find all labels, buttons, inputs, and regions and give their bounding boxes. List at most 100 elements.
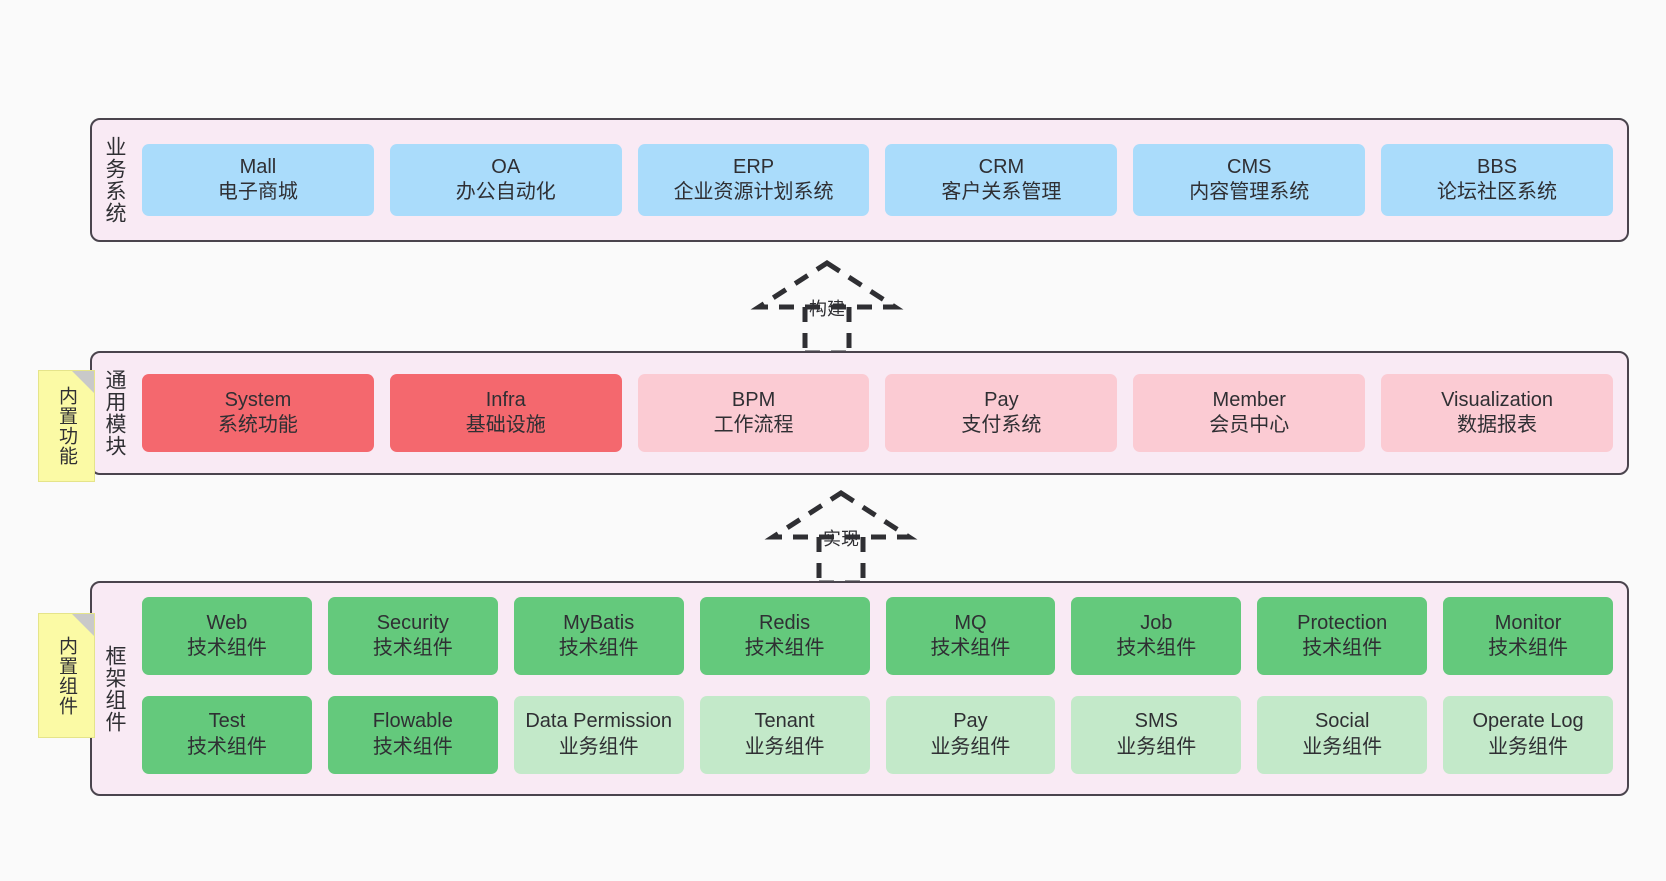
- card-title-en: Operate Log: [1472, 710, 1584, 733]
- card-job[interactable]: Job 技术组件: [1071, 597, 1242, 675]
- card-title-en: ERP: [733, 155, 775, 178]
- card-title-cn: 技术组件: [186, 735, 267, 758]
- generalization-arrow-icon: [764, 490, 918, 585]
- card-title-cn: 业务组件: [930, 735, 1011, 758]
- card-title-cn: 业务组件: [744, 735, 825, 758]
- card-sms[interactable]: SMS 业务组件: [1071, 695, 1242, 774]
- framework-row-business: Test 技术组件 Flowable 技术组件 Data Permission …: [142, 695, 1613, 781]
- card-title-en: OA: [491, 155, 521, 178]
- card-title-cn: 论坛社区系统: [1437, 181, 1558, 203]
- note-builtin-components: 内置组件: [38, 613, 95, 738]
- card-title-cn: 技术组件: [372, 735, 453, 758]
- card-title-en: Web: [206, 611, 248, 634]
- card-title-cn: 技术组件: [1488, 637, 1569, 659]
- card-title-en: Member: [1212, 388, 1286, 411]
- card-security[interactable]: Security 技术组件: [327, 597, 498, 675]
- card-title-en: MQ: [954, 611, 987, 634]
- card-title-cn: 支付系统: [961, 414, 1042, 436]
- card-title-cn: 系统功能: [217, 414, 298, 436]
- card-title-cn: 会员中心: [1209, 414, 1290, 436]
- card-title-cn: 技术组件: [372, 637, 453, 659]
- note-text: 内置功能: [56, 386, 77, 466]
- card-title-cn: 办公自动化: [455, 181, 556, 203]
- card-title-en: Flowable: [372, 710, 453, 733]
- card-oa[interactable]: OA 办公自动化: [389, 144, 622, 216]
- card-member[interactable]: Member 会员中心: [1133, 374, 1366, 452]
- card-title-en: Redis: [758, 611, 811, 634]
- card-bpm[interactable]: BPM 工作流程: [637, 374, 870, 452]
- card-bbs[interactable]: BBS 论坛社区系统: [1381, 144, 1613, 216]
- card-visualization[interactable]: Visualization 数据报表: [1381, 374, 1613, 452]
- card-title-en: MyBatis: [563, 611, 635, 634]
- card-title-cn: 技术组件: [930, 637, 1011, 659]
- card-title-en: Monitor: [1494, 611, 1562, 634]
- card-web[interactable]: Web 技术组件: [142, 597, 312, 675]
- card-monitor[interactable]: Monitor 技术组件: [1443, 597, 1613, 675]
- card-title-en: Social: [1314, 710, 1370, 733]
- card-title-cn: 技术组件: [744, 637, 825, 659]
- layer-title-framework-components: 框架组件: [103, 644, 126, 733]
- card-title-en: Visualization: [1441, 388, 1554, 411]
- card-title-en: Pay: [984, 388, 1019, 411]
- card-title-en: Mall: [239, 155, 277, 178]
- framework-row-technical: Web 技术组件 Security 技术组件 MyBatis 技术组件 Redi…: [142, 597, 1613, 682]
- note-builtin-functions: 内置功能: [38, 370, 95, 482]
- card-cms[interactable]: CMS 内容管理系统: [1133, 144, 1366, 216]
- card-title-en: Test: [208, 710, 246, 733]
- card-title-en: SMS: [1134, 710, 1178, 733]
- note-text: 内置组件: [56, 635, 77, 716]
- card-social[interactable]: Social 业务组件: [1257, 695, 1428, 774]
- card-data-permission[interactable]: Data Permission 业务组件: [513, 695, 684, 774]
- card-operate-log[interactable]: Operate Log 业务组件: [1443, 695, 1613, 774]
- card-title-en: Data Permission: [525, 710, 673, 733]
- card-pay-module[interactable]: Pay 支付系统: [885, 374, 1118, 452]
- card-title-en: CRM: [978, 155, 1025, 178]
- card-title-cn: 内容管理系统: [1189, 181, 1310, 203]
- card-title-cn: 技术组件: [186, 637, 267, 659]
- card-title-cn: 客户关系管理: [941, 181, 1062, 203]
- card-crm[interactable]: CRM 客户关系管理: [885, 144, 1118, 216]
- card-title-en: BBS: [1477, 155, 1518, 178]
- card-title-cn: 业务组件: [1116, 735, 1197, 758]
- connector-implement: 实现: [751, 485, 931, 585]
- card-flowable[interactable]: Flowable 技术组件: [327, 695, 498, 774]
- card-mall[interactable]: Mall 电子商城: [142, 144, 374, 216]
- card-title-cn: 业务组件: [558, 735, 639, 758]
- layer-business-systems: 业务系统 Mall 电子商城 OA 办公自动化 ERP 企业资源计划系统 CRM…: [90, 118, 1629, 242]
- card-title-cn: 技术组件: [1116, 637, 1197, 659]
- card-title-en: Pay: [953, 710, 988, 733]
- card-protection[interactable]: Protection 技术组件: [1257, 597, 1428, 675]
- layer-common-modules: 通用模块 System 系统功能 Infra 基础设施 BPM 工作流程 Pay…: [90, 351, 1629, 475]
- card-erp[interactable]: ERP 企业资源计划系统: [637, 144, 870, 216]
- card-system[interactable]: System 系统功能: [142, 374, 374, 452]
- layer-body-common-modules: System 系统功能 Infra 基础设施 BPM 工作流程 Pay 支付系统…: [136, 353, 1627, 473]
- card-title-en: Job: [1140, 611, 1173, 634]
- card-title-en: Protection: [1297, 611, 1388, 634]
- card-title-en: CMS: [1227, 155, 1272, 178]
- connector-build: 构建: [737, 255, 917, 355]
- layer-body-business-systems: Mall 电子商城 OA 办公自动化 ERP 企业资源计划系统 CRM 客户关系…: [136, 120, 1627, 240]
- card-redis[interactable]: Redis 技术组件: [699, 597, 870, 675]
- layer-body-framework-components: Web 技术组件 Security 技术组件 MyBatis 技术组件 Redi…: [136, 583, 1627, 794]
- layer-framework-components: 框架组件 Web 技术组件 Security 技术组件 MyBatis 技术组件…: [90, 581, 1629, 796]
- card-mybatis[interactable]: MyBatis 技术组件: [513, 597, 684, 675]
- card-title-cn: 基础设施: [465, 414, 546, 436]
- layer-title-common-modules: 通用模块: [103, 369, 126, 457]
- card-title-cn: 数据报表: [1457, 414, 1538, 436]
- card-title-cn: 业务组件: [1488, 735, 1569, 758]
- card-title-cn: 企业资源计划系统: [673, 181, 834, 203]
- card-title-en: System: [224, 388, 292, 411]
- card-title-en: Security: [376, 611, 449, 634]
- card-pay-component[interactable]: Pay 业务组件: [885, 695, 1056, 774]
- card-test[interactable]: Test 技术组件: [142, 695, 312, 774]
- card-title-cn: 技术组件: [558, 637, 639, 659]
- card-infra[interactable]: Infra 基础设施: [389, 374, 622, 452]
- card-title-cn: 业务组件: [1302, 735, 1383, 758]
- card-title-cn: 电子商城: [217, 181, 298, 203]
- card-title-en: Tenant: [754, 710, 815, 733]
- card-title-en: Infra: [485, 388, 526, 411]
- card-tenant[interactable]: Tenant 业务组件: [699, 695, 870, 774]
- card-mq[interactable]: MQ 技术组件: [885, 597, 1056, 675]
- card-title-en: BPM: [731, 388, 776, 411]
